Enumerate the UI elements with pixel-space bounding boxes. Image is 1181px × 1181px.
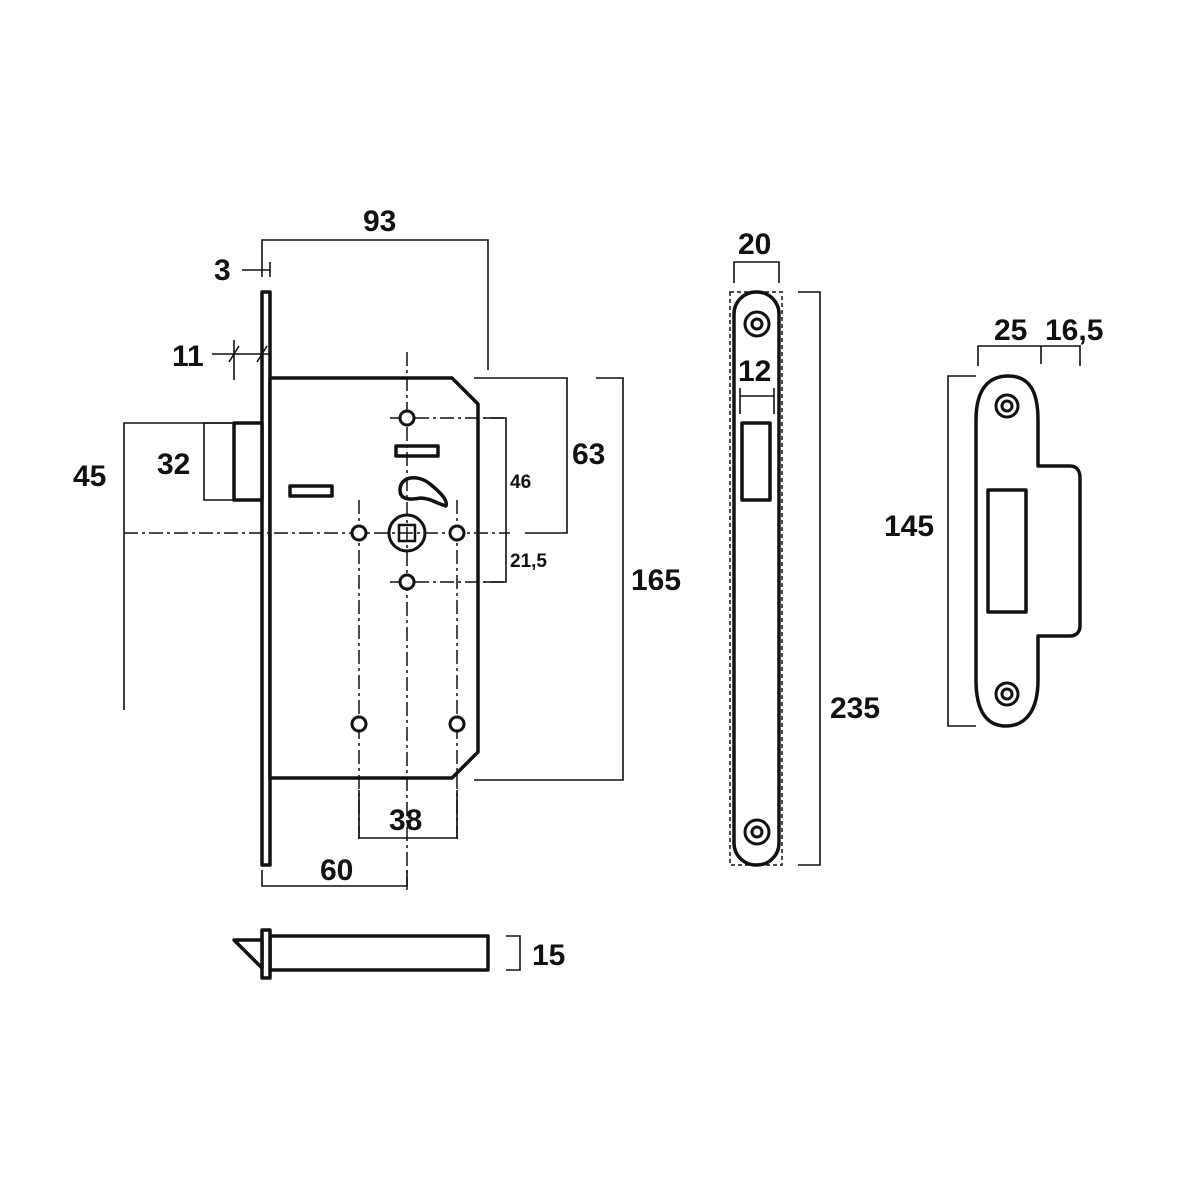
keeper-slot <box>288 484 334 498</box>
latch-tongue <box>268 934 490 972</box>
dimension-labels: 93 3 11 45 32 63 46 21,5 165 38 60 15 20… <box>73 205 1103 972</box>
screw-hole <box>350 524 368 542</box>
dim-15: 15 <box>532 939 565 972</box>
screw-hole <box>398 409 416 427</box>
dim-3: 3 <box>214 254 231 287</box>
lock-case <box>268 376 480 780</box>
dim-32: 32 <box>157 448 190 481</box>
faceplate-dashed-outline <box>729 291 783 866</box>
faceplate-screw-hole-inner <box>750 317 764 331</box>
dim-25: 25 <box>994 314 1027 347</box>
cam-shape <box>398 476 449 508</box>
latch-side-view <box>232 928 521 980</box>
strike-screw-hole-inner <box>1000 687 1014 701</box>
faceplate-screw-hole-inner <box>750 825 764 839</box>
dim-46: 46 <box>510 472 531 493</box>
faceplate-view <box>729 261 821 867</box>
screw-hole <box>448 715 466 733</box>
dim-235: 235 <box>830 692 880 725</box>
latch-bolt <box>232 421 264 502</box>
dim-12: 12 <box>738 355 771 388</box>
strike-screw-hole-inner <box>1000 399 1014 413</box>
faceplate-latch-slot <box>740 421 772 502</box>
strike-plate-view <box>947 345 1082 728</box>
dim-11: 11 <box>172 340 204 373</box>
dim-21-5: 21,5 <box>510 551 547 572</box>
dim-60: 60 <box>320 854 353 887</box>
dim-93: 93 <box>363 205 396 238</box>
lock-body-view <box>124 290 510 890</box>
latch-bevel <box>232 938 264 970</box>
dim-63: 63 <box>572 438 605 471</box>
screw-hole <box>398 573 416 591</box>
dim-38: 38 <box>389 804 422 837</box>
dim-145: 145 <box>884 510 934 543</box>
dim-45: 45 <box>73 460 106 493</box>
screw-hole <box>350 715 368 733</box>
strike-plate-opening <box>986 488 1028 614</box>
screw-hole <box>448 524 466 542</box>
dim-165: 165 <box>631 564 681 597</box>
dim-16-5: 16,5 <box>1045 314 1103 347</box>
upper-slot <box>394 444 440 458</box>
strike-plate-outline <box>974 374 1082 728</box>
lock-dimension-lines <box>123 239 624 887</box>
dim-20: 20 <box>738 228 771 261</box>
